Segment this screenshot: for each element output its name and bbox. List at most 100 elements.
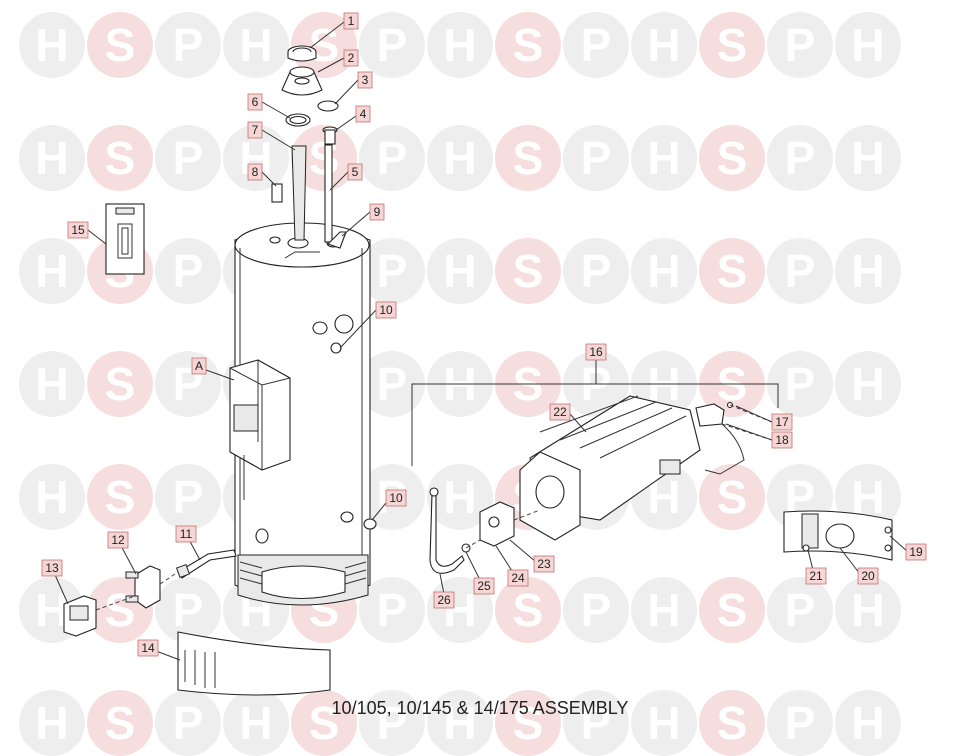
watermark-circle bbox=[631, 12, 697, 78]
part-6-ring bbox=[285, 113, 311, 127]
watermark-letter: S bbox=[717, 584, 748, 636]
svg-text:4: 4 bbox=[360, 107, 367, 121]
watermark-circle bbox=[495, 125, 561, 191]
watermark-circle bbox=[835, 12, 901, 78]
watermark-circle bbox=[835, 690, 901, 756]
watermark-circle bbox=[87, 125, 153, 191]
watermark-circle bbox=[155, 238, 221, 304]
watermark-circle bbox=[835, 125, 901, 191]
watermark-letter: P bbox=[377, 697, 408, 749]
watermark-letter: H bbox=[851, 19, 884, 71]
leader-lines bbox=[51, 21, 909, 661]
watermark-letter: H bbox=[647, 132, 680, 184]
watermark-letter: P bbox=[785, 245, 816, 297]
watermark-letter: H bbox=[239, 19, 272, 71]
svg-text:1: 1 bbox=[348, 14, 355, 28]
watermark-circle bbox=[835, 238, 901, 304]
watermark-letter: H bbox=[851, 358, 884, 410]
watermark-letter: P bbox=[785, 19, 816, 71]
label-24: 24 bbox=[507, 569, 529, 587]
watermark-letter: H bbox=[647, 245, 680, 297]
watermark-circle bbox=[767, 690, 833, 756]
watermark-circle bbox=[359, 351, 425, 417]
watermark-letter: H bbox=[35, 358, 68, 410]
watermark-letter: H bbox=[851, 697, 884, 749]
watermark-letter: P bbox=[377, 19, 408, 71]
watermark-circle bbox=[87, 464, 153, 530]
watermark-letter: H bbox=[35, 471, 68, 523]
watermark-circle bbox=[699, 238, 765, 304]
watermark-letter: P bbox=[173, 245, 204, 297]
svg-text:17: 17 bbox=[775, 415, 789, 429]
watermark-circle bbox=[359, 125, 425, 191]
watermark-circle bbox=[767, 577, 833, 643]
watermark-circle bbox=[155, 464, 221, 530]
svg-text:24: 24 bbox=[511, 571, 525, 585]
watermark-letter: S bbox=[513, 19, 544, 71]
watermark-circle bbox=[87, 12, 153, 78]
watermark-circle bbox=[835, 351, 901, 417]
watermark-circle bbox=[631, 238, 697, 304]
watermark-circle bbox=[359, 238, 425, 304]
watermark-circle bbox=[223, 12, 289, 78]
part-22-combustion-chamber bbox=[519, 395, 701, 541]
watermark-circle bbox=[699, 464, 765, 530]
label-1: 1 bbox=[343, 12, 359, 30]
label-3: 3 bbox=[357, 71, 373, 89]
watermark-letter: P bbox=[173, 584, 204, 636]
watermark-circle bbox=[835, 577, 901, 643]
svg-text:15: 15 bbox=[71, 223, 85, 237]
assembly-title: 10/105, 10/145 & 14/175 ASSEMBLY bbox=[331, 698, 629, 718]
watermark-letter: H bbox=[851, 245, 884, 297]
watermark-letter: P bbox=[377, 584, 408, 636]
label-20: 20 bbox=[857, 567, 879, 585]
watermark-circle bbox=[427, 464, 493, 530]
part-labels: 1 2 3 4 5 6 7 8 9 10 10 11 12 13 14 15 1… bbox=[41, 12, 927, 657]
svg-text:5: 5 bbox=[352, 165, 359, 179]
watermark-letter: H bbox=[35, 132, 68, 184]
label-2: 2 bbox=[343, 49, 359, 67]
watermark-circle bbox=[767, 351, 833, 417]
watermark-letter: H bbox=[239, 697, 272, 749]
watermark-letter: H bbox=[443, 132, 476, 184]
label-4: 4 bbox=[355, 105, 371, 123]
watermark-letter: S bbox=[717, 19, 748, 71]
watermark-circle bbox=[87, 351, 153, 417]
watermark-letter: P bbox=[173, 471, 204, 523]
label-9: 9 bbox=[369, 203, 385, 221]
watermark-circle bbox=[563, 690, 629, 756]
watermark-letter: P bbox=[785, 584, 816, 636]
label-25: 25 bbox=[473, 577, 495, 595]
watermark-letter: H bbox=[443, 471, 476, 523]
watermark-circle bbox=[427, 238, 493, 304]
watermark-circle bbox=[631, 690, 697, 756]
watermark-letter: P bbox=[377, 245, 408, 297]
svg-text:10: 10 bbox=[389, 491, 403, 505]
watermark-letter: S bbox=[105, 584, 136, 636]
part-26-manifold-tube bbox=[429, 493, 465, 574]
label-22: 22 bbox=[549, 403, 571, 421]
watermark-letter: S bbox=[513, 697, 544, 749]
svg-text:11: 11 bbox=[180, 527, 193, 541]
label-21: 21 bbox=[805, 567, 827, 585]
label-12: 12 bbox=[107, 531, 129, 549]
watermark-letter: S bbox=[513, 245, 544, 297]
label-11: 11 bbox=[175, 525, 197, 543]
label-14: 14 bbox=[137, 639, 159, 657]
watermark-circle bbox=[19, 351, 85, 417]
watermark-circle bbox=[631, 577, 697, 643]
watermark-circle bbox=[495, 577, 561, 643]
watermark-circle bbox=[359, 577, 425, 643]
watermark-circle bbox=[155, 577, 221, 643]
watermark-letter: P bbox=[581, 132, 612, 184]
svg-text:14: 14 bbox=[141, 641, 155, 655]
svg-text:25: 25 bbox=[477, 579, 491, 593]
watermark-letter: S bbox=[105, 19, 136, 71]
label-18: 18 bbox=[771, 431, 793, 449]
watermark-circle bbox=[291, 12, 357, 78]
svg-text:2: 2 bbox=[348, 51, 355, 65]
svg-text:18: 18 bbox=[775, 433, 789, 447]
watermark-letter: S bbox=[309, 697, 340, 749]
watermark-letter: S bbox=[105, 697, 136, 749]
